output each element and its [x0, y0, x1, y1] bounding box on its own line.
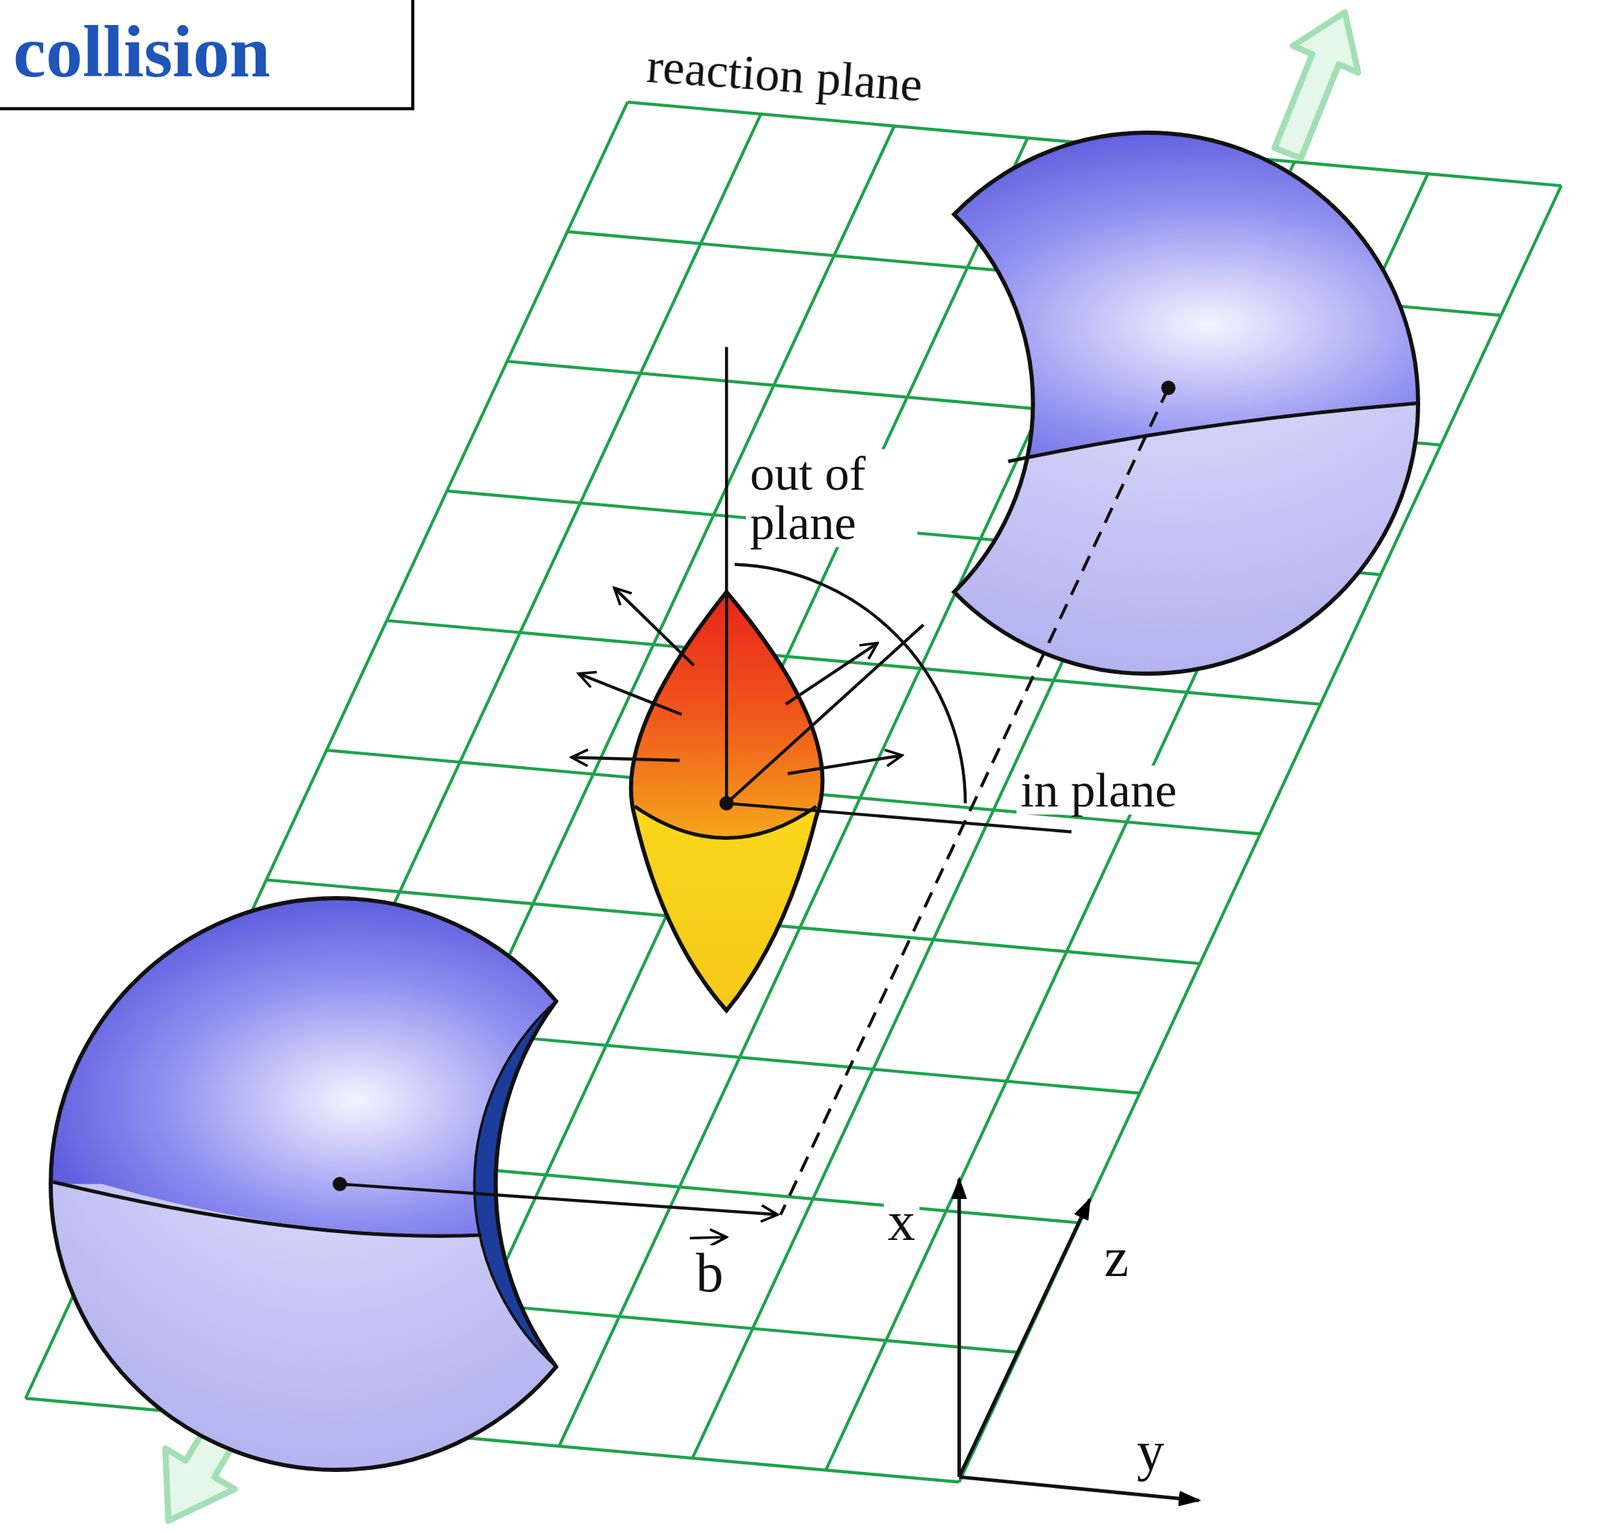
- direction-label: in plane: [1016, 765, 1182, 815]
- nucleus-rim-edge: [474, 1000, 557, 1366]
- beam-arrow: [1274, 12, 1358, 159]
- flow-arrows: [571, 587, 903, 773]
- fireball-equator: [634, 806, 817, 839]
- title-box: collision: [0, 0, 415, 111]
- nucleus-rim: [474, 1000, 557, 1366]
- vector-label: b: [691, 1245, 728, 1300]
- plane-label: reaction plane: [640, 40, 928, 110]
- title: collision: [13, 15, 412, 89]
- axis-label: y: [1132, 1423, 1169, 1479]
- coordinate-axes: [959, 1178, 1199, 1500]
- nucleus-equator: [1008, 402, 1419, 462]
- nucleus: [40, 877, 613, 1511]
- nucleus-outline: [954, 132, 1419, 674]
- center-dot: [719, 795, 735, 811]
- nucleus-outline: [50, 897, 557, 1470]
- nucleus-center: [332, 1176, 348, 1191]
- nucleus: [816, 102, 1532, 715]
- axis-label: z: [1100, 1229, 1133, 1285]
- nucleus-center: [1161, 380, 1176, 396]
- vector-sign: [689, 1236, 727, 1238]
- direction-label: out of plane: [745, 449, 918, 548]
- axis-label: x: [883, 1193, 919, 1249]
- angle-lines: [726, 347, 1072, 832]
- impact-parameter-vector: [339, 1183, 778, 1214]
